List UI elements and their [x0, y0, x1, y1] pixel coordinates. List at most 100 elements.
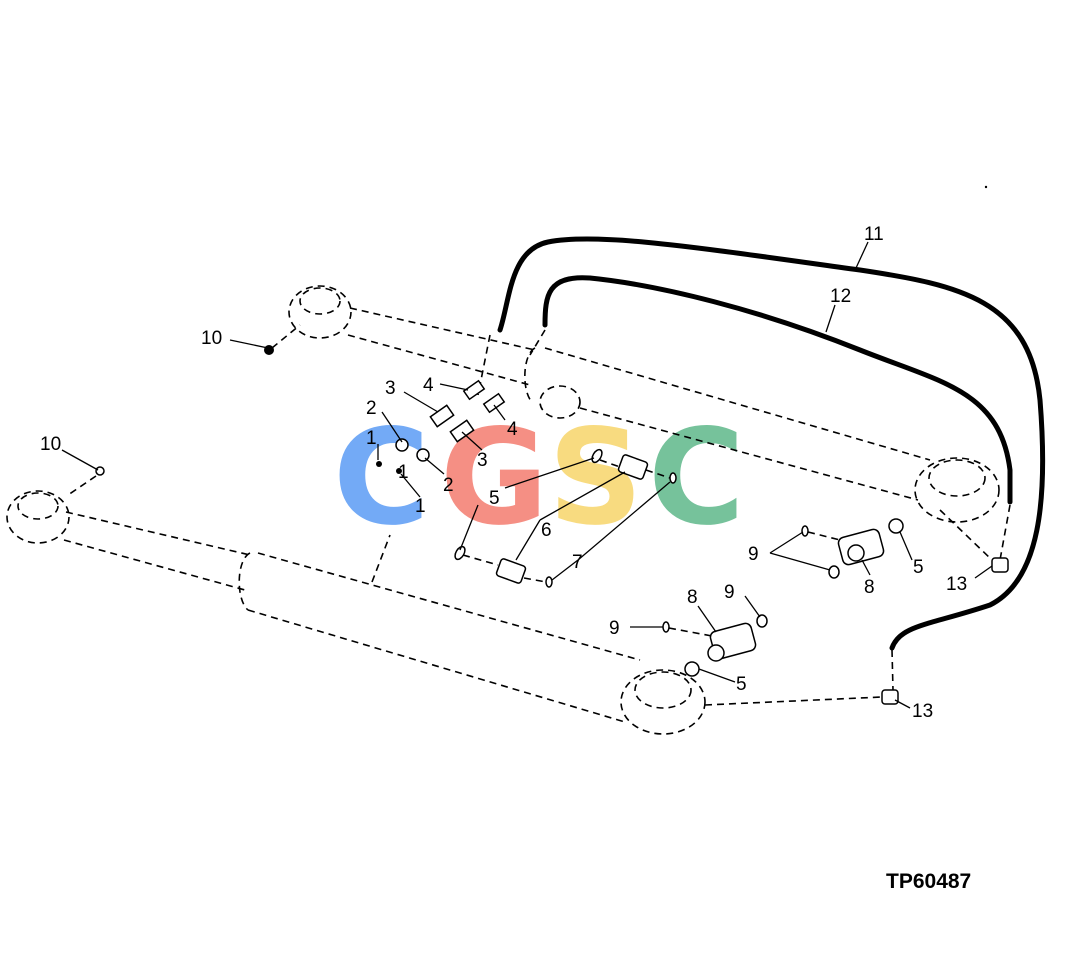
o-ring-9-d: [756, 614, 768, 628]
adapter-6-lower: [495, 558, 527, 584]
rear-cylinder-barrel: [544, 347, 931, 501]
leader-lines: [61, 185, 993, 709]
leader-6: [515, 471, 626, 561]
hose-connection-lines: [477, 329, 546, 396]
o-ring-7-upper: [669, 472, 677, 484]
watermark-letter-3: S: [548, 401, 643, 555]
hose-11: [497, 236, 1046, 651]
watermark-letter-4: C: [648, 401, 745, 555]
leader-7: [551, 481, 671, 581]
grease-fitting-lines: [67, 324, 301, 496]
leader-13a: [974, 565, 993, 579]
fitting-13-lines: [704, 509, 993, 706]
leader-8b: [697, 605, 717, 633]
front-cylinder-barrel-end: [238, 552, 251, 611]
callout-3b: 3: [477, 450, 488, 471]
leader-10b: [61, 449, 99, 471]
front-cylinder-rear-eye-bore: [17, 492, 59, 520]
callout-2a: 2: [366, 398, 377, 419]
callout-9c: 9: [609, 618, 620, 639]
leader-5a: [459, 457, 595, 551]
fitting-13-lower: [881, 689, 899, 705]
rear-cylinder-rear-eye: [288, 285, 352, 339]
fitting-13-upper: [991, 557, 1009, 573]
callout-1b: 1: [415, 496, 426, 517]
callout-1a: 1: [366, 428, 377, 449]
o-ring-9-b: [828, 565, 840, 579]
callout-8b: 8: [687, 587, 698, 608]
plug-1-left: [376, 461, 382, 467]
callout-8a: 8: [864, 577, 875, 598]
callout-1c: 1: [398, 462, 409, 483]
front-cylinder-rod: [63, 511, 251, 591]
adapter-6-upper: [617, 454, 649, 480]
rear-cylinder-barrel-end: [524, 347, 536, 403]
callout-12: 12: [830, 286, 851, 307]
hoses: [477, 236, 1046, 691]
leader-2b: [424, 457, 445, 475]
callout-10a: 10: [201, 328, 222, 349]
callout-3a: 3: [385, 378, 396, 399]
leader-9-upper: [769, 531, 831, 571]
front-cylinder-barrel: [247, 552, 641, 723]
callout-9a: 9: [748, 544, 759, 565]
callout-11: 11: [864, 224, 884, 245]
orifice-2-upper: [395, 438, 409, 452]
figure-id-label: TP60487: [886, 870, 972, 893]
callout-6: 6: [541, 520, 552, 541]
hose-12: [542, 275, 1013, 505]
callout-4a: 4: [423, 375, 434, 396]
callout-labels: 10 10 3 4 4 3 2 2 1 1 1 5 6 7 11 12 9 8 …: [40, 224, 967, 722]
adapter-3-upper: [429, 404, 455, 428]
leader-11: [855, 241, 869, 269]
front-cylinder-head-eye: [620, 669, 706, 735]
rear-cylinder-head-eye-bore: [928, 459, 986, 497]
o-ring-9-a: [801, 525, 809, 537]
callout-13a: 13: [946, 574, 967, 595]
hose-end-lines: [891, 504, 1011, 691]
callout-7: 7: [572, 552, 583, 573]
fittings: [67, 324, 1009, 706]
o-ring-5-upper: [591, 448, 603, 464]
elbow-4-upper: [462, 379, 486, 401]
leader-3a: [403, 391, 439, 413]
front-cylinder: [6, 490, 706, 735]
grease-fitting-10-upper: [264, 345, 274, 355]
leader-12: [825, 304, 836, 333]
elbow-4-lower: [482, 392, 506, 414]
rear-cylinder-port-boss: [539, 385, 581, 419]
callout-5c: 5: [736, 674, 747, 695]
rear-cylinder-head-eye: [914, 457, 1000, 523]
leader-4a: [439, 383, 469, 391]
front-cylinder-port-line: [371, 534, 391, 583]
callout-13b: 13: [912, 701, 933, 722]
callout-9b: 9: [724, 582, 735, 603]
o-ring-7-lower: [545, 576, 553, 588]
callout-10b: 10: [40, 434, 61, 455]
leader-9b: [744, 595, 761, 618]
leader-2a: [381, 411, 403, 443]
leader-3b: [461, 431, 483, 451]
leader-4b: [493, 404, 506, 421]
leader-1b: [400, 473, 421, 498]
leader-10a: [229, 339, 269, 349]
leader-5c: [698, 668, 736, 683]
front-cylinder-rear-eye: [6, 490, 70, 544]
front-cylinder-head-eye-bore: [634, 671, 692, 709]
watermark: C G S C: [333, 401, 745, 555]
plug-1-right: [396, 468, 402, 474]
leader-8a: [861, 559, 871, 576]
rear-cylinder-rear-eye-bore: [299, 287, 341, 315]
grease-fitting-10-lower: [95, 466, 105, 476]
leader-13b: [894, 699, 911, 709]
fitting-alignment-lines: [462, 459, 671, 583]
o-ring-5-right-lower: [684, 661, 700, 677]
callout-4b: 4: [507, 419, 518, 440]
o-ring-9-c: [662, 621, 670, 633]
watermark-letter-1: C: [333, 401, 430, 555]
leader-5b: [899, 531, 913, 561]
elbow-8-upper-port: [847, 544, 865, 562]
speck-mark: [984, 185, 988, 189]
